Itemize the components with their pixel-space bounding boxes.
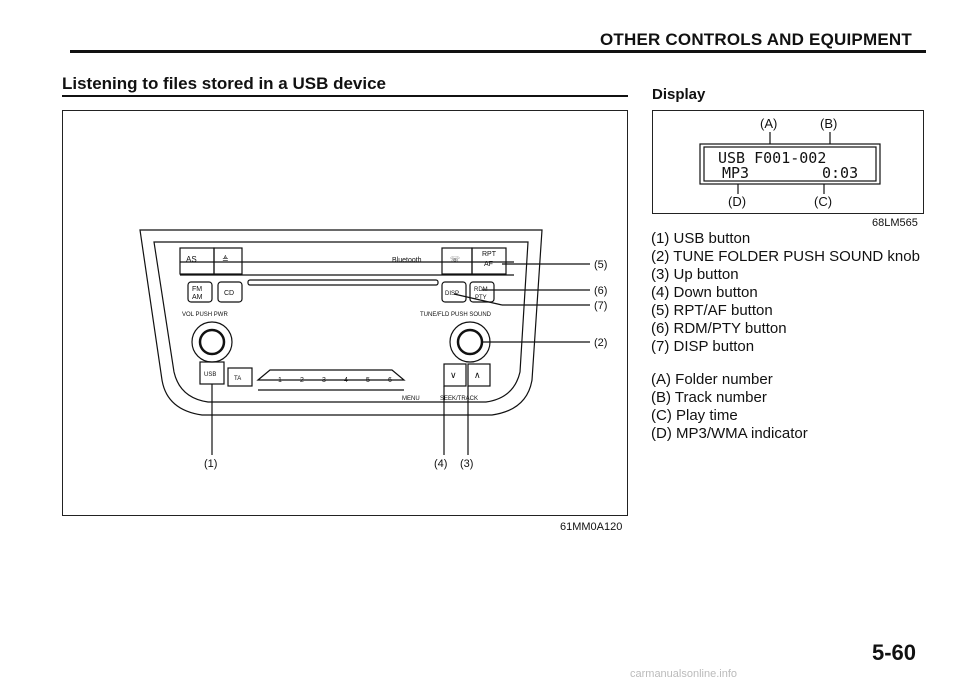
list-item: (D) MP3/WMA indicator	[651, 425, 808, 442]
vol-knob-outer	[191, 321, 233, 363]
list-item: (B) Track number	[651, 389, 767, 406]
section-title: Listening to files stored in a USB devic…	[62, 74, 387, 93]
as-button-label: AS	[186, 255, 197, 264]
phone-button-label: ☏	[450, 255, 460, 264]
callout-5: (5)	[594, 259, 607, 271]
eject-button-label: ≜	[222, 255, 229, 264]
radio-diagram: AS ≜ Bluetooth ☏ RPT AF FM AM CD DISP RD…	[139, 229, 607, 470]
disp-button-outline	[441, 281, 467, 303]
callout-4: (4)	[434, 458, 447, 470]
list-item: (4) Down button	[651, 284, 758, 301]
radio-figure-frame	[62, 110, 628, 516]
list-item: (6) RDM/PTY button	[651, 320, 787, 337]
af-label: AF	[484, 261, 493, 268]
rpt-af-button-outline	[471, 247, 507, 275]
usb-label: USB	[204, 372, 216, 378]
display-section-title: Display	[652, 86, 706, 103]
disp-label: DISP	[445, 291, 459, 297]
fm-am-button-outline	[187, 281, 213, 303]
display-figure-frame	[652, 110, 924, 214]
tune-knob-inner	[456, 328, 484, 356]
vol-label: VOL PUSH PWR	[182, 312, 228, 318]
preset-6-label: 6	[388, 377, 392, 384]
preset-1-label: 1	[278, 377, 282, 384]
up-button-label: ∧	[474, 370, 481, 380]
seek-label: SEEK/TRACK	[440, 396, 478, 402]
callout-2: (2)	[594, 337, 607, 349]
display-label-d: (D)	[728, 194, 746, 209]
page-number: 5-60	[872, 640, 917, 665]
display-label-a: (A)	[760, 116, 777, 131]
pty-label: PTY	[475, 295, 487, 301]
footer-watermark: carmanualsonline.info	[630, 668, 738, 680]
radio-figure-code: 61MM0A120	[560, 521, 623, 533]
list-item: (7) DISP button	[651, 338, 755, 355]
rpt-label: RPT	[482, 251, 497, 258]
list-item: (A) Folder number	[651, 371, 773, 388]
lcd-time: 0:03	[822, 164, 858, 182]
list-item: (2) TUNE FOLDER PUSH SOUND knob	[651, 248, 920, 265]
lcd-mp3: MP3	[722, 164, 749, 182]
display-label-c: (C)	[814, 194, 832, 209]
page-header-title: OTHER CONTROLS AND EQUIPMENT	[600, 30, 912, 49]
display-figure-code: 68LM565	[872, 217, 918, 229]
radio-bezel	[139, 229, 543, 416]
cd-slot	[247, 279, 439, 286]
header-rule	[70, 50, 926, 53]
tune-label: TUNE/FLD PUSH SOUND	[420, 312, 492, 318]
parts-list: (1) USB button (2) TUNE FOLDER PUSH SOUN…	[651, 230, 920, 356]
preset-4-label: 4	[344, 377, 348, 384]
callout-leader-7a	[453, 293, 503, 306]
callout-3: (3)	[460, 458, 473, 470]
callout-6: (6)	[594, 285, 607, 297]
list-item: (C) Play time	[651, 407, 738, 424]
lcd-outline	[699, 143, 881, 185]
preset-3-label: 3	[322, 377, 326, 384]
down-button-label: ∨	[450, 370, 457, 380]
down-button-outline	[443, 363, 467, 387]
preset-5-label: 5	[366, 377, 370, 384]
rdm-label: RDM	[474, 287, 488, 293]
bluetooth-label: Bluetooth	[392, 257, 422, 264]
cd-label: CD	[224, 290, 234, 297]
eject-button-outline	[213, 247, 243, 275]
callout-7: (7)	[594, 300, 607, 312]
up-button-outline	[467, 363, 491, 387]
display-label-b: (B)	[820, 116, 837, 131]
ta-button-outline	[227, 367, 253, 387]
lcd-line-1: USB F001-002	[718, 149, 826, 167]
list-item: (3) Up button	[651, 266, 739, 283]
lcd-inner	[703, 146, 877, 182]
rdm-pty-button-outline	[469, 281, 495, 303]
menu-label: MENU	[402, 396, 420, 402]
list-item: (1) USB button	[651, 230, 751, 247]
am-label: AM	[192, 294, 203, 301]
cd-button-outline	[217, 281, 243, 303]
display-parts-list: (A) Folder number (B) Track number (C) P…	[651, 371, 808, 443]
vol-knob-inner	[198, 328, 226, 356]
display-diagram: (A) (B) (D) (C) USB F001-002 MP3 0:03	[699, 116, 881, 209]
fm-label: FM	[192, 286, 202, 293]
ta-label: TA	[234, 376, 241, 382]
callout-1: (1)	[204, 458, 217, 470]
section-rule	[62, 95, 628, 97]
preset-strip	[256, 369, 406, 381]
preset-2-label: 2	[300, 377, 304, 384]
radio-face	[153, 241, 529, 403]
list-item: (5) RPT/AF button	[651, 302, 773, 319]
